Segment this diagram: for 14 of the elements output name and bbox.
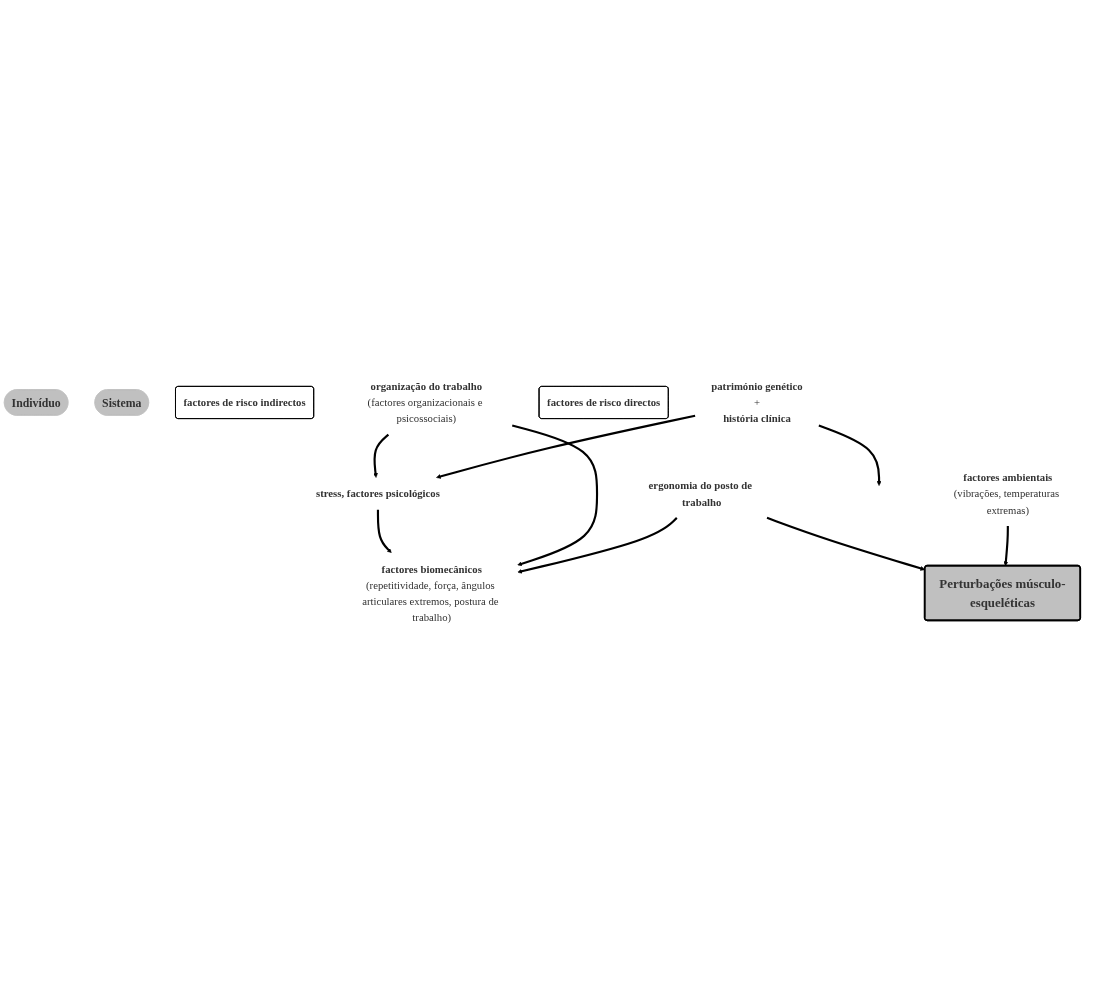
arrow [766, 516, 926, 571]
node-text: ergonomia do posto de trabalho [648, 479, 753, 508]
node-text: stress, factores psicológicos [316, 487, 440, 500]
arrow [517, 516, 678, 574]
arrow [818, 424, 882, 486]
node-text: factores biomecânicos (repetitividade, força, ângulos articulares extremos, postura de trabalho) [362, 562, 499, 623]
node-text: factores ambientais (vibrações, temperaturas extremas) [953, 471, 1060, 516]
node-text: património genético + história clínica [711, 380, 803, 425]
arrow [436, 414, 696, 479]
arrow [376, 509, 392, 553]
arrow [511, 424, 599, 566]
node-text: organização do trabalho (factores organizacionais e psicossociais) [367, 380, 483, 425]
arrow [373, 433, 390, 478]
arrow [1003, 525, 1009, 566]
